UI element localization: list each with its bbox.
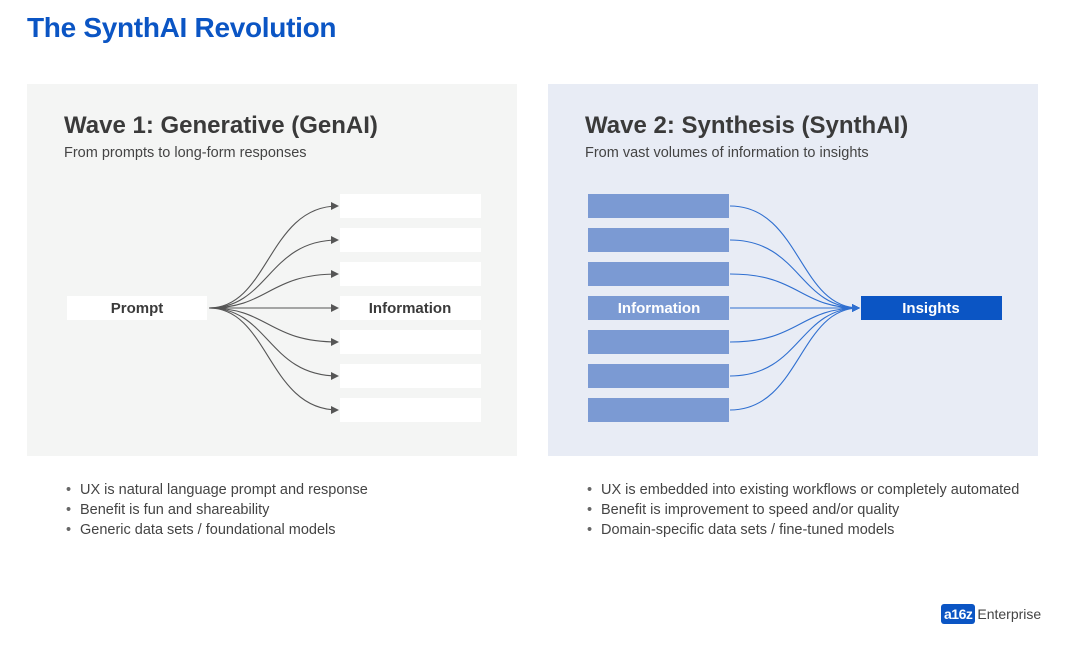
wave1-diagram: Prompt Information: [67, 194, 481, 422]
logo-text: Enterprise: [977, 606, 1042, 622]
fan-in-arrow: [729, 304, 860, 411]
output-box-information: [340, 296, 481, 320]
fan-in-arrow: [729, 273, 860, 312]
wave1-bullet: Generic data sets / foundational models: [66, 520, 486, 540]
fan-out-arrow: [208, 307, 339, 346]
a16z-enterprise-logo: a16z Enterprise: [941, 604, 1041, 624]
wave2-bullet: Benefit is improvement to speed and/or q…: [587, 500, 1047, 520]
wave1-panel: Wave 1: Generative (GenAI) From prompts …: [27, 84, 517, 456]
output-box: [340, 228, 481, 252]
fan-out-arrow: [208, 307, 339, 414]
output-box: [340, 364, 481, 388]
wave1-bullet: Benefit is fun and shareability: [66, 500, 486, 520]
fan-out-arrow: [208, 236, 339, 309]
wave2-heading: Wave 2: Synthesis (SynthAI): [585, 112, 909, 139]
wave2-diagram: Information Insights: [588, 194, 1002, 422]
wave2-panel: Wave 2: Synthesis (SynthAI) From vast vo…: [548, 84, 1038, 456]
wave1-subtitle: From prompts to long-form responses: [64, 145, 307, 161]
insights-box: [861, 296, 1002, 320]
wave2-information-label: Information: [618, 300, 701, 317]
insights-label: Insights: [902, 300, 960, 317]
fan-out-arrow: [208, 202, 339, 309]
wave1-heading: Wave 1: Generative (GenAI): [64, 112, 378, 139]
wave2-input-boxes: [588, 194, 729, 422]
wave2-bullets: UX is embedded into existing workflows o…: [587, 480, 1047, 540]
output-box: [340, 194, 481, 218]
wave1-information-label: Information: [369, 300, 452, 317]
input-box: [588, 228, 729, 252]
input-box: [588, 262, 729, 286]
output-box: [340, 398, 481, 422]
wave1-output-boxes: [340, 194, 481, 422]
output-box: [340, 330, 481, 354]
wave1-arrows: [208, 202, 339, 414]
wave2-arrows: [729, 205, 860, 411]
output-box: [340, 262, 481, 286]
prompt-box: [67, 296, 207, 320]
input-box-information: [588, 296, 729, 320]
input-box: [588, 364, 729, 388]
input-box: [588, 194, 729, 218]
wave1-bullets: UX is natural language prompt and respon…: [66, 480, 486, 540]
fan-out-arrow: [208, 307, 339, 380]
fan-in-arrow: [729, 205, 860, 312]
fan-out-arrow: [208, 270, 339, 309]
wave2-bullet: Domain-specific data sets / fine-tuned m…: [587, 520, 1047, 540]
logo-mark: a16z: [941, 604, 976, 624]
wave1-bullet: UX is natural language prompt and respon…: [66, 480, 486, 500]
fan-in-arrow: [729, 304, 860, 343]
page-title: The SynthAI Revolution: [27, 12, 337, 43]
wave2-bullet: UX is embedded into existing workflows o…: [587, 480, 1047, 500]
wave2-subtitle: From vast volumes of information to insi…: [585, 145, 869, 161]
input-box: [588, 330, 729, 354]
fan-in-arrow: [729, 239, 860, 312]
fan-in-arrow: [729, 304, 860, 377]
input-box: [588, 398, 729, 422]
prompt-label: Prompt: [111, 300, 164, 317]
